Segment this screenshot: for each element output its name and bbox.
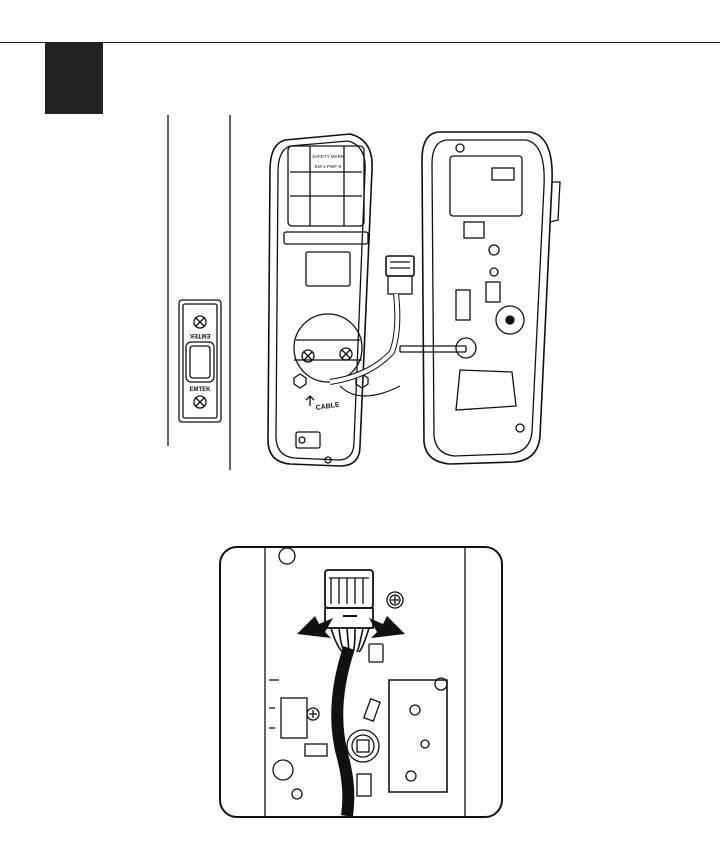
motor-gear-block [389,678,447,792]
housing-boss [279,548,295,564]
lock-body [400,132,560,464]
black-cable [337,648,349,816]
header-rule [0,42,720,43]
cable-label: CABLE [315,402,340,412]
strike-brand-bottom: EMTEK [190,387,212,393]
screw-icon [387,592,403,608]
right-arrow-icon [369,616,405,638]
plate-stamp-2: EM-1-PWF-5 [315,164,342,169]
plate-stamp-1: SAFETY MARK [312,154,344,159]
small-tab [369,644,383,662]
cable-harness [330,256,414,396]
strike-brand-top: EMTEK [189,332,211,338]
mounting-plate: SAFETY MARK EM-1-PWF-5 CABLE [268,134,372,466]
overview-illustration: EMTEK EMTEK SAFETY MARK EM-1-PWF-5 CABLE [160,110,600,480]
strike-plate: EMTEK EMTEK [179,300,221,422]
left-arrow-icon [297,616,333,638]
step-number-box [45,42,103,114]
lower-components [269,680,380,799]
detail-closeup [219,546,503,818]
